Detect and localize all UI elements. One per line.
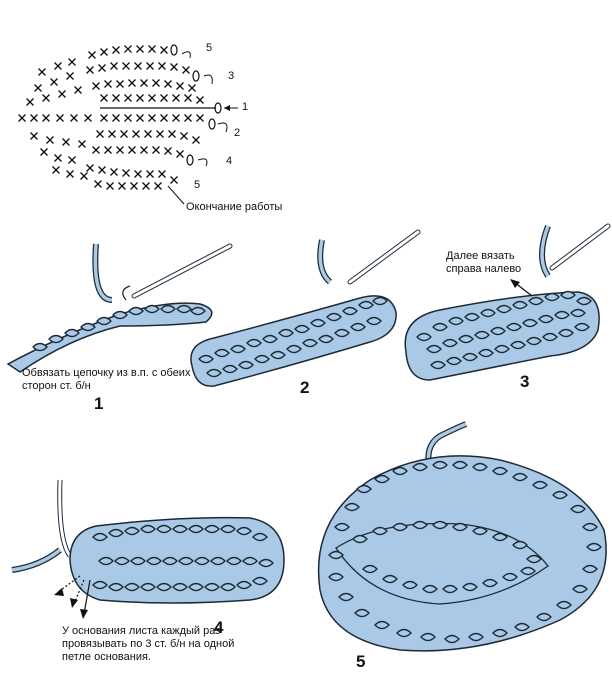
step-4-caption: У основания листа каждый раз провязывать…: [62, 625, 235, 663]
crochet-schema: [17, 44, 238, 205]
step-5-illustration: [317, 421, 607, 652]
schema-row-label-2: 2: [234, 127, 241, 139]
schema-end-caption: Окончание работы: [186, 201, 283, 213]
schema-leaf-tip: [17, 57, 93, 181]
schema-row-2b: [95, 129, 201, 145]
step-1-caption: Обвязать цепочку из в.п. с обеих сторон …: [22, 367, 191, 392]
schema-row-3b: [91, 78, 197, 93]
schema-row-4: [91, 145, 208, 167]
schema-row-5-bottom: [85, 163, 179, 191]
schema-row-label-4: 4: [226, 155, 233, 167]
schema-row-label-1: 1: [242, 101, 249, 113]
step-4-number: 4: [214, 618, 224, 637]
step-2-illustration: [190, 229, 421, 387]
schema-row-1: [99, 93, 238, 114]
step-2-number: 2: [300, 378, 310, 397]
schema-row-label-5-bottom: 5: [194, 179, 201, 191]
schema-row-5-top: [87, 44, 191, 60]
step-3-illustration: [404, 223, 611, 381]
schema-row-3: [85, 61, 213, 85]
schema-row-label-3: 3: [228, 70, 235, 82]
step-1-number: 1: [94, 394, 104, 413]
step-4-illustration: [11, 479, 285, 619]
schema-row-label-5-top: 5: [206, 42, 213, 54]
step-3-number: 3: [520, 372, 530, 391]
step-1-illustration: [6, 243, 233, 373]
schema-row-2: [99, 113, 228, 133]
step-5-number: 5: [356, 652, 366, 671]
step-3-caption: Далее вязать справа налево: [446, 250, 522, 275]
